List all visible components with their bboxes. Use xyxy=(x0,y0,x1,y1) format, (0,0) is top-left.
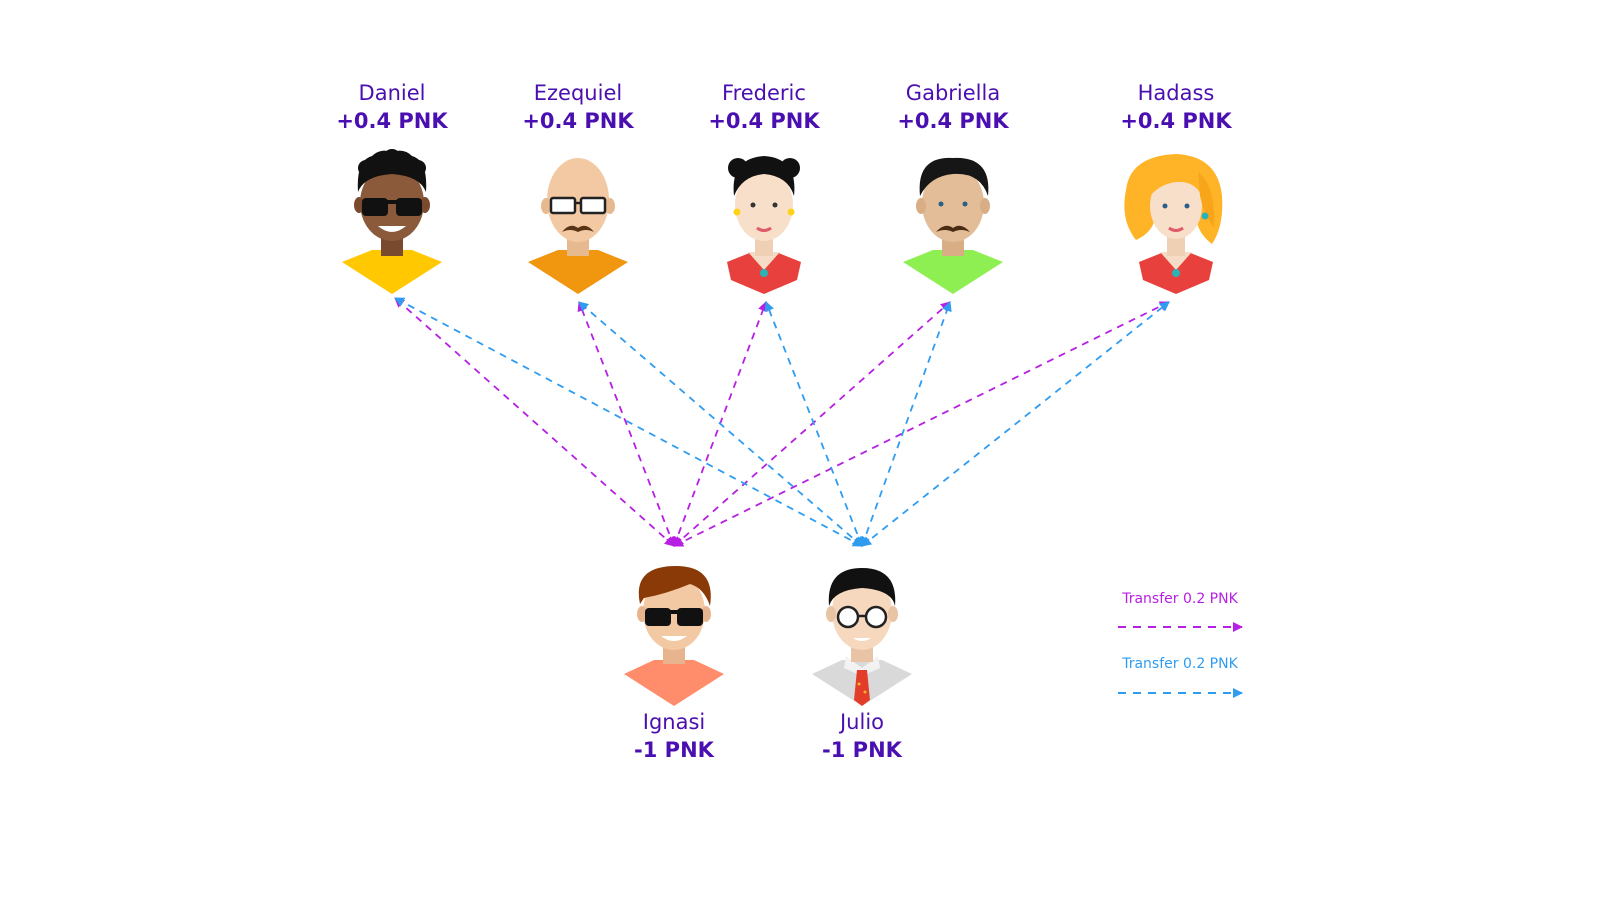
person-ezequiel: Ezequiel +0.4 PNK xyxy=(522,81,634,294)
avatar-woman-blonde-hair-icon xyxy=(1124,154,1223,294)
person-name: Hadass xyxy=(1138,81,1215,105)
person-name: Daniel xyxy=(359,81,426,105)
legend-item-transfer-a: Transfer 0.2 PNK xyxy=(1118,591,1243,632)
person-name: Ezequiel xyxy=(534,81,622,105)
person-amount: +0.4 PNK xyxy=(336,109,448,133)
avatar-bald-man-glasses-mustache-icon xyxy=(528,158,628,294)
person-ignasi: Ignasi -1 PNK xyxy=(624,566,724,762)
person-amount: +0.4 PNK xyxy=(897,109,1009,133)
person-amount: -1 PNK xyxy=(634,738,715,762)
person-julio: Julio -1 PNK xyxy=(812,568,912,762)
transfer-arrow-julio-daniel xyxy=(394,297,863,547)
transfer-arrow-ignasi-hadass xyxy=(673,301,1170,547)
person-name: Frederic xyxy=(722,81,806,105)
person-name: Julio xyxy=(838,710,884,734)
person-name: Gabriella xyxy=(906,81,1000,105)
transfer-arrow-julio-ezequiel xyxy=(578,301,863,547)
transfer-arrow-ignasi-gabriella xyxy=(673,301,951,547)
transfer-arrow-julio-gabriella xyxy=(860,301,952,547)
transfer-arrow-ignasi-daniel xyxy=(394,297,675,547)
avatar-woman-black-hair-buns-icon xyxy=(727,156,801,294)
transfer-arrow-ignasi-ezequiel xyxy=(577,301,676,547)
legend-item-transfer-b: Transfer 0.2 PNK xyxy=(1118,656,1243,698)
avatar-man-mustache-green-shirt-icon xyxy=(903,157,1003,294)
avatar-man-dark-skin-sunglasses-icon xyxy=(342,149,442,294)
person-gabriella: Gabriella +0.4 PNK xyxy=(897,81,1009,294)
transfer-arrows xyxy=(394,297,1170,547)
person-hadass: Hadass +0.4 PNK xyxy=(1120,81,1232,294)
transfer-arrow-julio-hadass xyxy=(861,301,1170,547)
legend: Transfer 0.2 PNK Transfer 0.2 PNK xyxy=(1118,591,1243,698)
person-name: Ignasi xyxy=(643,710,705,734)
transfer-arrow-julio-frederic xyxy=(764,301,864,547)
person-amount: +0.4 PNK xyxy=(522,109,634,133)
legend-label: Transfer 0.2 PNK xyxy=(1121,591,1238,607)
person-frederic: Frederic +0.4 PNK xyxy=(708,81,820,294)
legend-label: Transfer 0.2 PNK xyxy=(1121,656,1238,672)
person-daniel: Daniel +0.4 PNK xyxy=(336,81,448,294)
avatar-man-brown-hair-sunglasses-icon xyxy=(624,566,724,706)
person-amount: -1 PNK xyxy=(822,738,903,762)
person-amount: +0.4 PNK xyxy=(708,109,820,133)
avatar-man-round-glasses-tie-icon xyxy=(812,568,912,706)
person-amount: +0.4 PNK xyxy=(1120,109,1232,133)
